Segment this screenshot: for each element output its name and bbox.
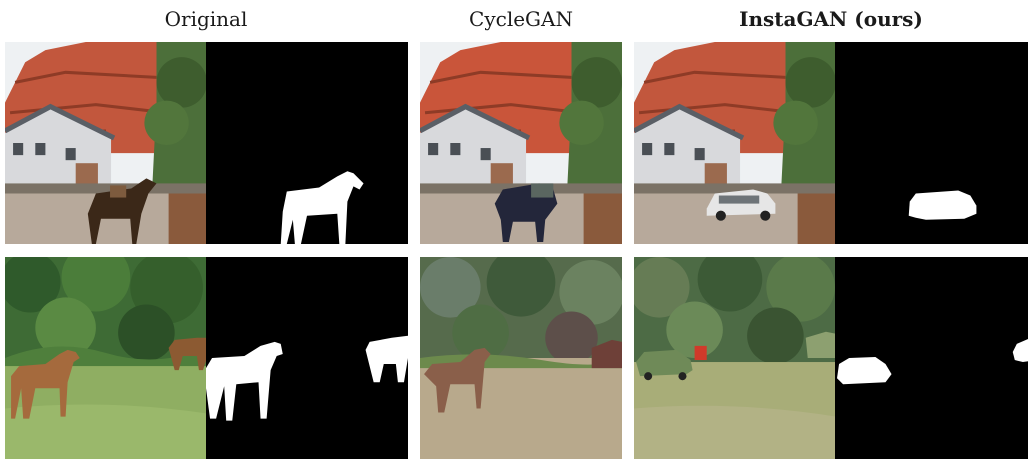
row1-cyclegan-photo (420, 42, 622, 244)
header-instagan: InstaGAN (ours) (739, 7, 923, 31)
row2-instagan-mask (835, 257, 1028, 459)
header-original: Original (164, 7, 248, 31)
row1-original-photo (5, 42, 207, 244)
row2-cyclegan-photo (420, 257, 622, 459)
row2-original-mask (206, 257, 408, 459)
row1-original-mask (206, 42, 408, 244)
row1-instagan-photo (634, 42, 836, 244)
header-cyclegan: CycleGAN (469, 7, 573, 31)
row1-instagan-mask (835, 42, 1028, 244)
row2-original-photo (5, 257, 207, 459)
row2-instagan-photo (634, 257, 836, 459)
